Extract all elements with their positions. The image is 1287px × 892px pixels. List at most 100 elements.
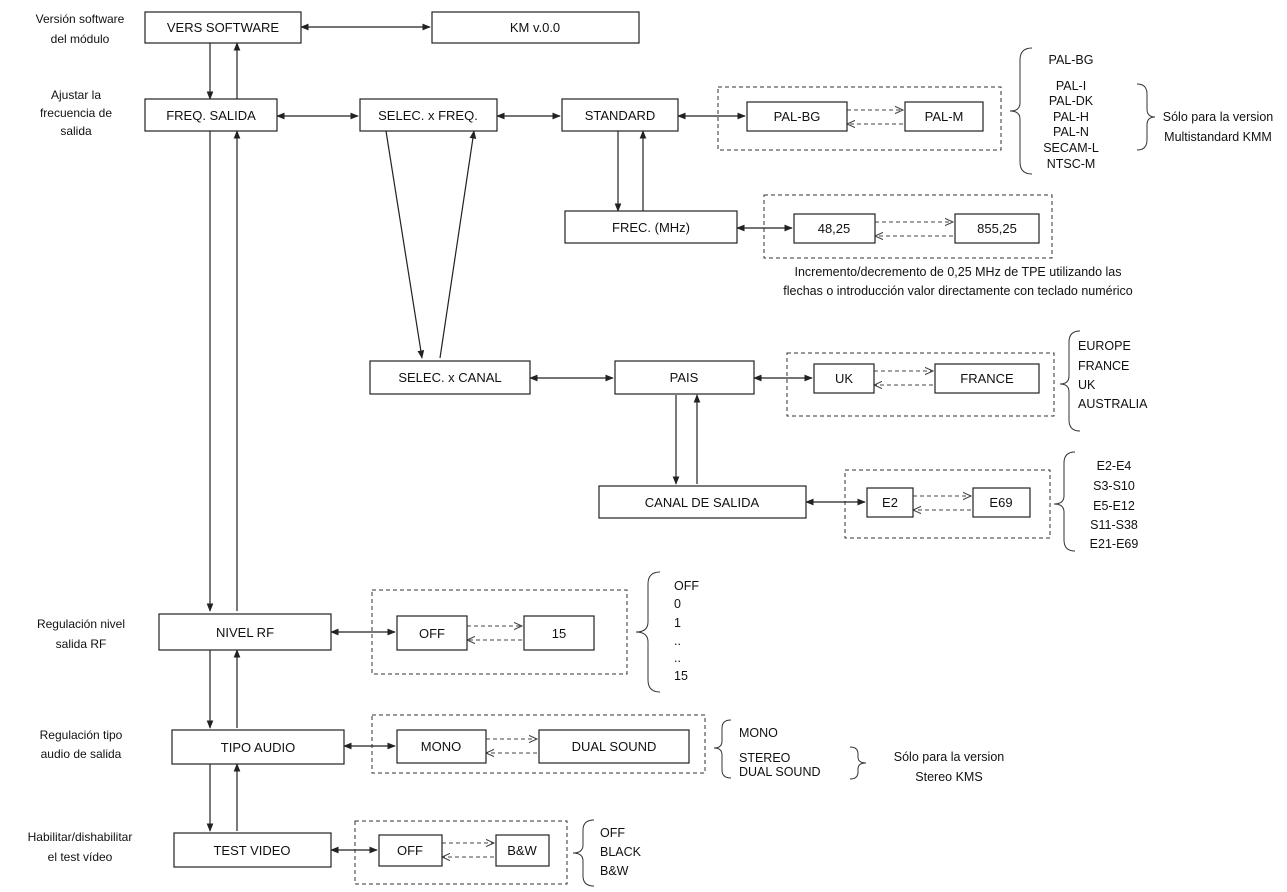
- note-stereo-line1: Sólo para la version: [894, 750, 1005, 764]
- side-label-rf-line1: Regulación nivel: [37, 617, 125, 631]
- audio-types-item: MONO: [739, 726, 778, 740]
- km-version-label: KM v.0.0: [510, 20, 560, 35]
- pais-box[interactable]: PAIS: [614, 360, 755, 395]
- selec-canal-label: SELEC. x CANAL: [398, 370, 501, 385]
- uk-label: UK: [835, 371, 853, 386]
- rf-15-box[interactable]: 15: [523, 615, 595, 651]
- side-label-video: Habilitar/dishabilitar el test vídeo: [28, 830, 133, 864]
- rf-levels-brace: [635, 571, 661, 693]
- note-stereo-line2: Stereo KMS: [915, 770, 982, 784]
- frequency-range-group: [763, 194, 1053, 259]
- note-freq-step-line2: flechas o introducción valor directament…: [783, 284, 1133, 298]
- dual-sound-label: DUAL SOUND: [572, 739, 657, 754]
- standards-brace: [1009, 47, 1033, 175]
- france-box[interactable]: FRANCE: [934, 363, 1040, 394]
- vers-software-box[interactable]: VERS SOFTWARE: [144, 11, 302, 44]
- e69-label: E69: [989, 495, 1012, 510]
- rf-levels-item: OFF: [674, 579, 699, 593]
- side-label-freq-line3: salida: [60, 124, 92, 138]
- video-tests-item: BLACK: [600, 845, 642, 859]
- audio-types-item: DUAL SOUND: [739, 765, 821, 779]
- km-version-box: KM v.0.0: [431, 11, 640, 44]
- rf-level-options-group: [371, 589, 628, 675]
- mono-box[interactable]: MONO: [396, 729, 487, 764]
- frec-mhz-label: FREC. (MHz): [612, 220, 690, 235]
- tipo-audio-label: TIPO AUDIO: [221, 740, 295, 755]
- countries-item: EUROPE: [1078, 339, 1131, 353]
- standards-item: PAL-BG: [1049, 53, 1094, 67]
- vers-software-label: VERS SOFTWARE: [167, 20, 280, 35]
- rf-levels-list: OFF 0 1 .. .. 15: [674, 579, 699, 683]
- note-freq-step: Incremento/decremento de 0,25 MHz de TPE…: [783, 265, 1133, 298]
- standard-box[interactable]: STANDARD: [561, 98, 679, 132]
- pal-bg-label: PAL-BG: [774, 109, 821, 124]
- standards-item: PAL-I: [1056, 79, 1086, 93]
- side-label-audio: Regulación tipo audio de salida: [40, 728, 123, 761]
- selec-canal-box[interactable]: SELEC. x CANAL: [369, 360, 531, 395]
- video-tests-brace: [572, 819, 595, 887]
- e2-box[interactable]: E2: [866, 487, 914, 518]
- nivel-rf-box[interactable]: NIVEL RF: [158, 613, 332, 651]
- video-tests-list: OFF BLACK B&W: [600, 826, 642, 878]
- country-options-group: [786, 352, 1055, 417]
- side-label-freq-line2: frecuencia de: [40, 106, 112, 120]
- frec-mhz-box[interactable]: FREC. (MHz): [564, 210, 738, 244]
- rf-off-label: OFF: [419, 626, 445, 641]
- audio-types-item: STEREO: [739, 751, 791, 765]
- standards-item: PAL-DK: [1049, 94, 1094, 108]
- channels-item: E21-E69: [1090, 537, 1139, 551]
- freq-salida-label: FREQ. SALIDA: [166, 108, 256, 123]
- braces: [572, 47, 1156, 887]
- freq-max-label: 855,25: [977, 221, 1017, 236]
- test-video-box[interactable]: TEST VIDEO: [173, 832, 332, 868]
- side-label-video-line1: Habilitar/dishabilitar: [28, 830, 133, 844]
- e69-box[interactable]: E69: [972, 487, 1031, 518]
- standards-item: PAL-N: [1053, 125, 1089, 139]
- video-bw-label: B&W: [507, 843, 537, 858]
- channels-item: S11-S38: [1090, 518, 1138, 532]
- video-bw-box[interactable]: B&W: [495, 834, 550, 867]
- france-label: FRANCE: [960, 371, 1014, 386]
- canal-salida-label: CANAL DE SALIDA: [645, 495, 760, 510]
- rf-off-box[interactable]: OFF: [396, 615, 468, 651]
- e2-label: E2: [882, 495, 898, 510]
- video-tests-item: B&W: [600, 864, 629, 878]
- video-tests-item: OFF: [600, 826, 625, 840]
- freq-salida-box[interactable]: FREQ. SALIDA: [144, 98, 278, 132]
- countries-item: FRANCE: [1078, 359, 1129, 373]
- audio-types-list: MONO STEREO DUAL SOUND: [739, 726, 821, 779]
- pal-bg-box[interactable]: PAL-BG: [746, 101, 848, 132]
- dual-sound-box[interactable]: DUAL SOUND: [538, 729, 690, 764]
- pal-m-box[interactable]: PAL-M: [904, 101, 984, 132]
- side-label-freq: Ajustar la frecuencia de salida: [40, 88, 112, 138]
- note-multistandard-line2: Multistandard KMM: [1164, 130, 1272, 144]
- stereo-brace: [849, 746, 867, 780]
- freq-min-box[interactable]: 48,25: [793, 213, 876, 244]
- side-label-version-line2: del módulo: [51, 32, 110, 46]
- rf-levels-item: 1: [674, 616, 681, 630]
- channels-item: S3-S10: [1093, 479, 1135, 493]
- countries-item: UK: [1078, 378, 1096, 392]
- canal-salida-box[interactable]: CANAL DE SALIDA: [598, 485, 807, 519]
- video-off-label: OFF: [397, 843, 423, 858]
- channels-item: E2-E4: [1097, 459, 1132, 473]
- note-freq-step-line1: Incremento/decremento de 0,25 MHz de TPE…: [794, 265, 1121, 279]
- pais-label: PAIS: [670, 370, 699, 385]
- note-stereo: Sólo para la version Stereo KMS: [894, 750, 1005, 784]
- uk-box[interactable]: UK: [813, 363, 875, 394]
- rf-levels-item: 0: [674, 597, 681, 611]
- countries-item: AUSTRALIA: [1078, 397, 1148, 411]
- video-off-box[interactable]: OFF: [378, 834, 443, 867]
- selec-freq-box[interactable]: SELEC. x FREQ.: [359, 98, 498, 132]
- standards-item: NTSC-M: [1047, 157, 1096, 171]
- standards-item: SECAM-L: [1043, 141, 1099, 155]
- channels-brace: [1053, 451, 1076, 552]
- tipo-audio-box[interactable]: TIPO AUDIO: [171, 729, 345, 765]
- rf-15-label: 15: [552, 626, 566, 641]
- side-label-audio-line1: Regulación tipo: [40, 728, 123, 742]
- standards-right-brace: [1136, 83, 1156, 151]
- mono-label: MONO: [421, 739, 461, 754]
- freq-max-box[interactable]: 855,25: [954, 213, 1040, 244]
- pal-m-label: PAL-M: [925, 109, 964, 124]
